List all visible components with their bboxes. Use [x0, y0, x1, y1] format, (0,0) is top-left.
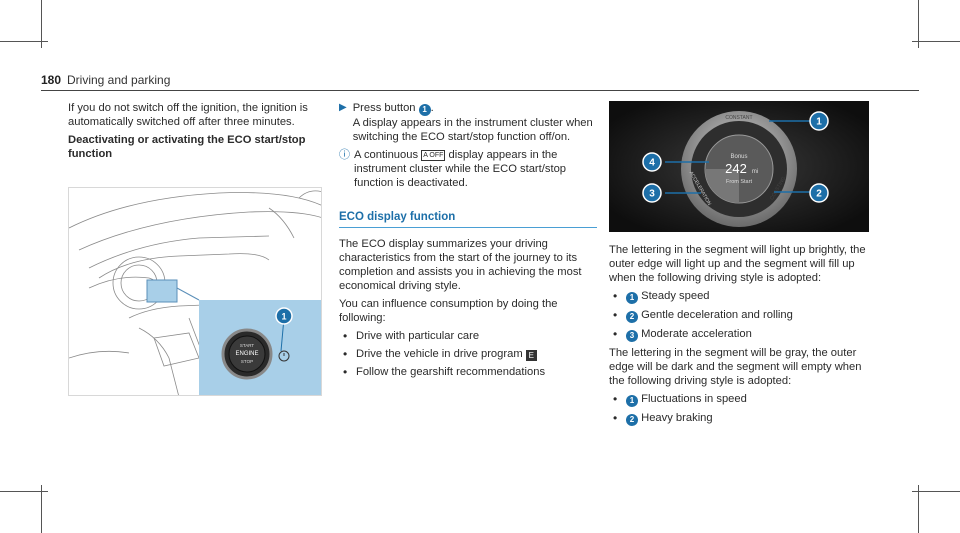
- list-item-text: Heavy braking: [641, 412, 713, 424]
- eco-start-stop-heading: Deactivating or activating the ECO start…: [68, 134, 306, 160]
- negative-style-list: 1 Fluctuations in speed 2 Heavy braking: [609, 392, 871, 426]
- header-rule: [41, 90, 919, 91]
- display-callout-label-3: 3: [649, 189, 655, 200]
- note-text-end: display appears in the instrument cluste…: [354, 149, 567, 189]
- list-item: 2 Heavy braking: [609, 411, 871, 426]
- note-text: A continuous: [354, 149, 422, 161]
- eco-display-heading: ECO display function: [339, 211, 456, 223]
- eco-display-figure: CONSTANT ACCELERATION COASTING Bonus 242…: [609, 101, 869, 232]
- list-item: Drive the vehicle in drive program E: [339, 347, 597, 361]
- step-arrow-icon: ▶: [339, 102, 347, 113]
- section-title: Driving and parking: [67, 73, 171, 87]
- list-item-text: Steady speed: [641, 290, 710, 302]
- bonus-unit: mi: [752, 169, 758, 175]
- column-3: The lettering in the segment will light …: [609, 243, 871, 430]
- page-header: 180 Driving and parking: [41, 73, 919, 89]
- list-item-text: Drive the vehicle in drive program: [356, 348, 526, 360]
- list-callout: 2: [626, 311, 638, 323]
- list-item: 1 Fluctuations in speed: [609, 392, 871, 407]
- crop-mark: [912, 491, 960, 492]
- crop-mark: [0, 491, 48, 492]
- crop-mark: [41, 0, 42, 48]
- heading-rule: [339, 227, 597, 228]
- display-callout-label-4: 4: [649, 158, 655, 169]
- list-callout: 1: [626, 395, 638, 407]
- column-1: If you do not switch off the ignition, t…: [68, 101, 326, 165]
- step-text-end: .: [430, 102, 434, 114]
- positive-style-list: 1 Steady speed 2 Gentle deceleration and…: [609, 289, 871, 342]
- list-item: 1 Steady speed: [609, 289, 871, 304]
- list-callout: 2: [626, 414, 638, 426]
- gray-segment-paragraph: The lettering in the segment will be gra…: [609, 347, 862, 387]
- figure-callout-1: 1: [281, 312, 286, 322]
- constant-label: CONSTANT: [725, 115, 752, 121]
- info-icon: ⓘ: [339, 149, 350, 161]
- influence-text: You can influence consumption by doing t…: [339, 298, 558, 324]
- list-item-text: Fluctuations in speed: [641, 393, 747, 405]
- start-label: START: [240, 343, 255, 348]
- list-item: 2 Gentle deceleration and rolling: [609, 308, 871, 323]
- display-callout-label-2: 2: [816, 189, 822, 200]
- eco-display-illustration: CONSTANT ACCELERATION COASTING Bonus 242…: [609, 101, 869, 232]
- bonus-label: Bonus: [730, 154, 747, 160]
- info-note: ⓘ A continuous A OFF display appears in …: [339, 148, 597, 190]
- list-item-text: Gentle deceleration and rolling: [641, 309, 793, 321]
- display-callout-3: [642, 183, 662, 203]
- step-result: A display appears in the instrument clus…: [352, 117, 593, 143]
- crop-mark: [918, 485, 919, 533]
- page-number: 180: [41, 73, 62, 87]
- list-item: Drive with particular care: [339, 329, 597, 343]
- list-callout: 3: [626, 330, 638, 342]
- display-callout-2: [809, 183, 829, 203]
- display-callout-4: [642, 152, 662, 172]
- bonus-value: 242: [725, 161, 747, 176]
- from-start-label: From Start: [726, 179, 752, 185]
- column-2: ▶ Press button 1. A display appears in t…: [339, 101, 597, 383]
- stop-label: STOP: [241, 359, 253, 364]
- drive-program-e-icon: E: [525, 350, 537, 361]
- bright-segment-paragraph: The lettering in the segment will light …: [609, 244, 866, 284]
- display-callout-label-1: 1: [816, 117, 822, 128]
- interior-illustration: START ENGINE STOP 1: [69, 190, 321, 395]
- list-item-text: Moderate acceleration: [641, 328, 752, 340]
- eco-off-icon: A OFF: [421, 150, 446, 161]
- crop-mark: [918, 0, 919, 48]
- crop-mark: [912, 41, 960, 42]
- step-text: Press button: [352, 102, 419, 114]
- engine-label: ENGINE: [235, 351, 258, 357]
- interior-figure: START ENGINE STOP 1: [68, 187, 322, 396]
- intro-paragraph: If you do not switch off the ignition, t…: [68, 102, 308, 128]
- eco-body: The ECO display summarizes your driving …: [339, 238, 582, 292]
- crop-mark: [0, 41, 48, 42]
- list-item: 3 Moderate acceleration: [609, 327, 871, 342]
- list-callout: 1: [626, 292, 638, 304]
- influence-list: Drive with particular care Drive the veh…: [339, 329, 597, 379]
- list-item: Follow the gearshift recommendations: [339, 365, 597, 379]
- instruction-step: ▶ Press button 1. A display appears in t…: [339, 101, 597, 144]
- display-callout-1: [809, 111, 829, 131]
- crop-mark: [41, 485, 42, 533]
- step-callout: 1: [418, 104, 431, 116]
